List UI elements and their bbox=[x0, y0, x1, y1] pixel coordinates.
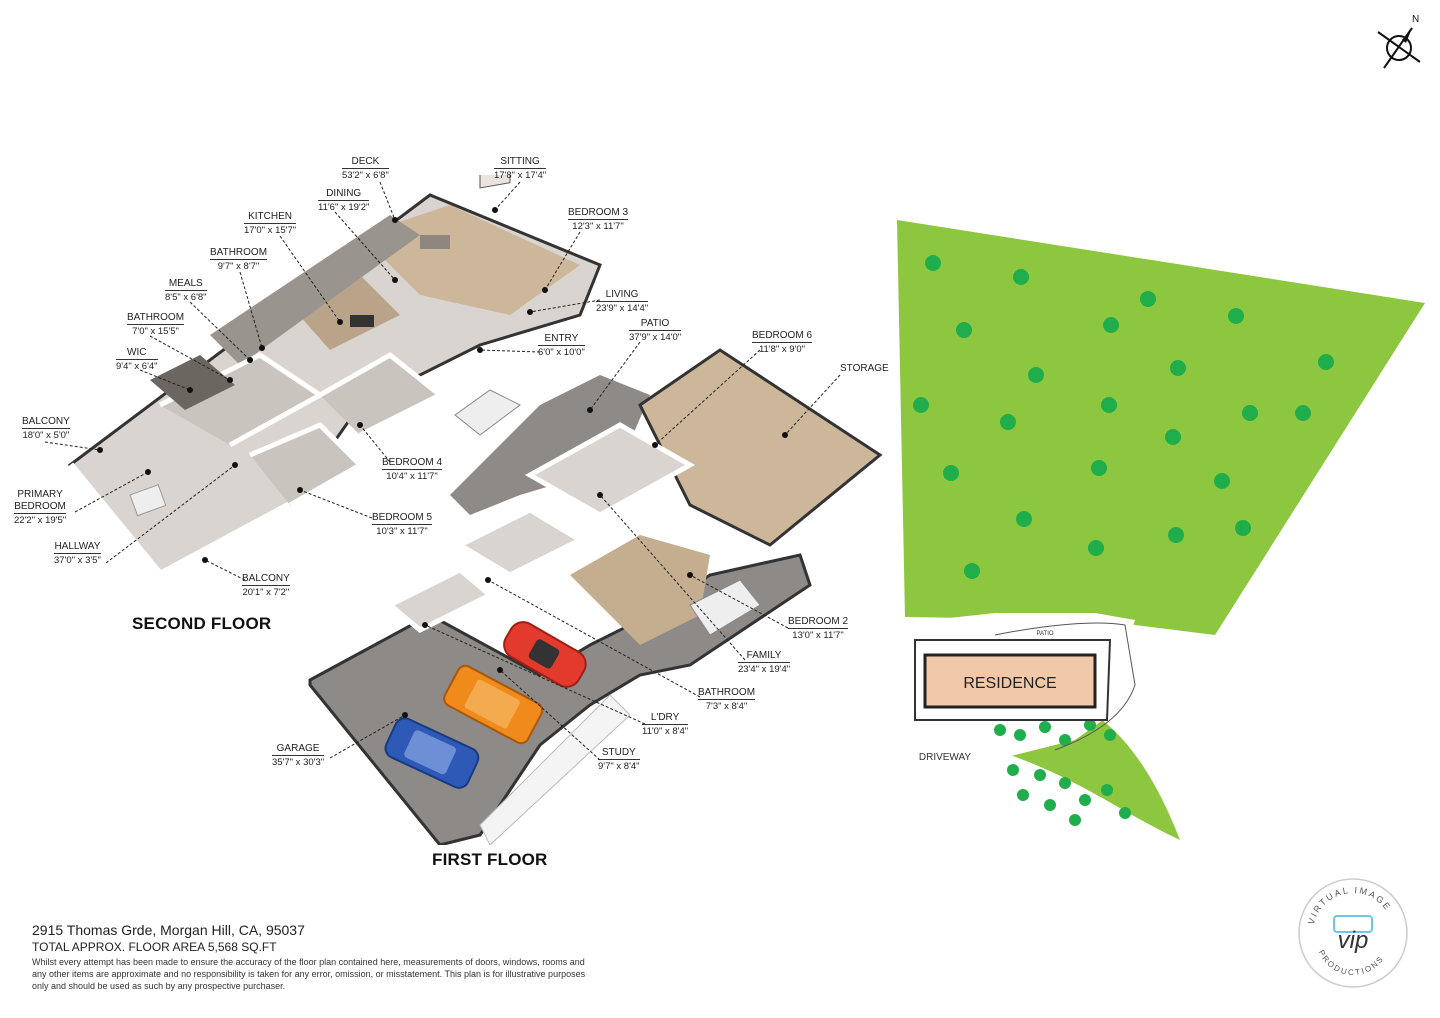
compass-icon: N bbox=[1377, 14, 1421, 69]
second-floor-plan bbox=[66, 175, 602, 581]
footer: 2915 Thomas Grde, Morgan Hill, CA, 95037… bbox=[32, 922, 632, 992]
residence-label: RESIDENCE bbox=[963, 675, 1056, 692]
driveway-label: DRIVEWAY bbox=[919, 752, 972, 763]
disclaimer: Whilst every attempt has been made to en… bbox=[32, 957, 586, 991]
first-floor-plan bbox=[308, 348, 883, 845]
logo-mark: vip bbox=[1338, 927, 1369, 954]
property-address: 2915 Thomas Grde, Morgan Hill, CA, 95037 bbox=[32, 922, 305, 938]
second-floor-title: SECOND FLOOR bbox=[132, 614, 272, 633]
first-floor-title: FIRST FLOOR bbox=[432, 850, 548, 869]
room-label-storage: STORAGE bbox=[840, 363, 889, 374]
residence-block bbox=[923, 653, 1097, 709]
lawn-area bbox=[897, 220, 1425, 635]
site-plan: RESIDENCE PATIO DRIVEWAY bbox=[897, 220, 1425, 840]
vip-logo: VIRTUAL IMAGE PRODUCTIONS vip bbox=[1298, 878, 1408, 988]
site-patio-label: PATIO bbox=[1036, 631, 1053, 637]
compass-north-label: N bbox=[1412, 14, 1419, 25]
tree-icons bbox=[913, 255, 1334, 579]
floor-area: TOTAL APPROX. FLOOR AREA 5,568 SQ.FT bbox=[32, 940, 277, 954]
